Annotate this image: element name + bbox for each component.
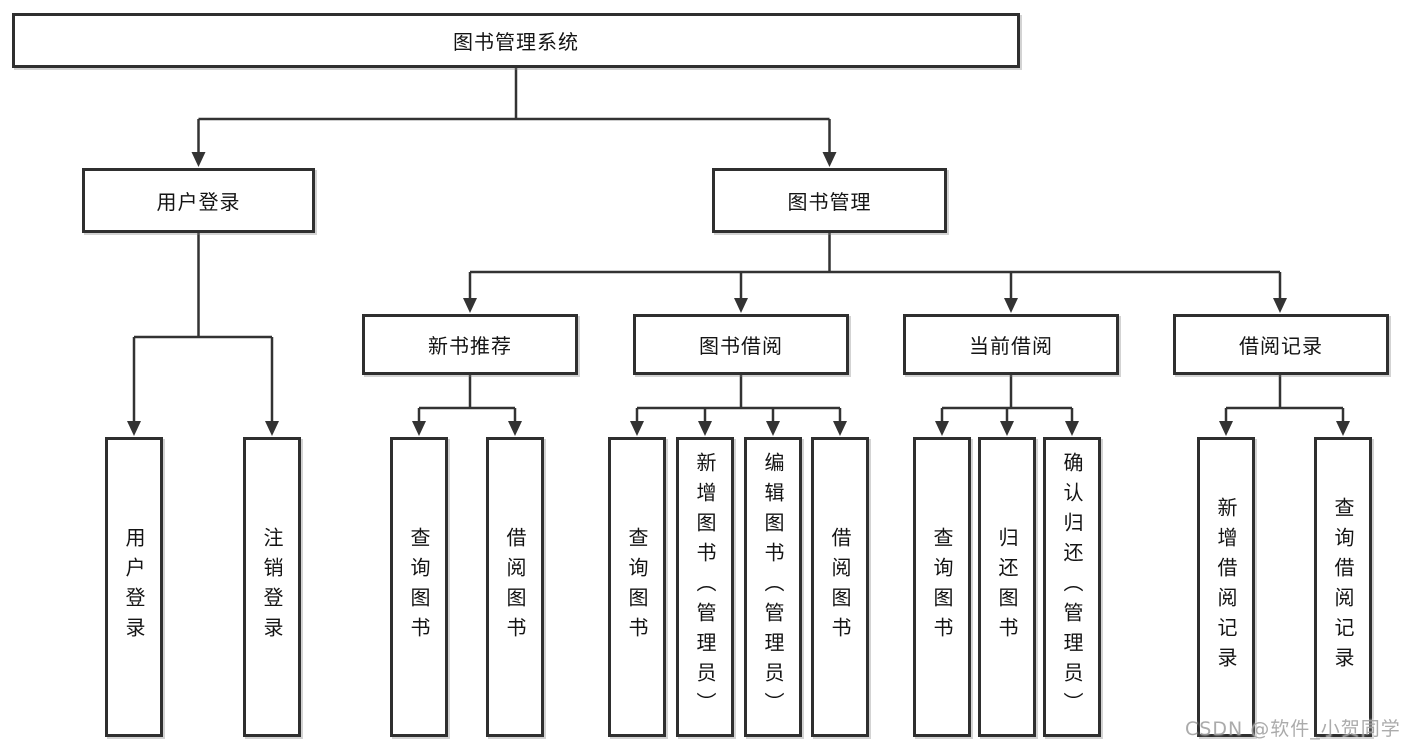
node-label: 借阅记录 (1239, 334, 1323, 358)
node-user-login: 用户登录 (82, 168, 315, 233)
leaf-label: 注销登录 (260, 527, 284, 647)
node-label: 当前借阅 (969, 334, 1053, 358)
node-new-book-recommendation: 新书推荐 (362, 314, 578, 375)
connector-lines (132, 68, 1345, 423)
leaf-borrowing-add-books-admin: 新增图书（管理员） (676, 437, 734, 737)
leaf-label: 查询图书 (407, 527, 431, 647)
leaf-borrowing-query-books: 查询图书 (608, 437, 666, 737)
leaf-borrowing-borrow-books: 借阅图书 (811, 437, 869, 737)
leaf-current-confirm-return-admin: 确认归还（管理员） (1043, 437, 1101, 737)
leaf-label: 查询借阅记录 (1331, 497, 1355, 677)
leaf-label: 借阅图书 (828, 527, 852, 647)
leaf-records-add-borrow-record: 新增借阅记录 (1197, 437, 1255, 737)
node-label: 图书借阅 (699, 334, 783, 358)
leaf-logout: 注销登录 (243, 437, 301, 737)
leaf-records-query-borrow-record: 查询借阅记录 (1314, 437, 1372, 737)
leaf-user-login: 用户登录 (105, 437, 163, 737)
node-label: 图书管理 (787, 190, 872, 214)
node-label: 用户登录 (156, 190, 241, 214)
leaf-label: 查询图书 (930, 527, 954, 647)
node-label: 新书推荐 (428, 334, 512, 358)
leaf-newbook-query-books: 查询图书 (390, 437, 448, 737)
node-book-borrowing: 图书借阅 (633, 314, 849, 375)
leaf-label: 归还图书 (995, 527, 1019, 647)
node-current-borrowing: 当前借阅 (903, 314, 1119, 375)
leaf-label: 查询图书 (625, 527, 649, 647)
leaf-current-query-books: 查询图书 (913, 437, 971, 737)
leaf-label: 新增图书（管理员） (693, 452, 717, 722)
leaf-label: 确认归还（管理员） (1060, 452, 1084, 722)
leaf-borrowing-edit-books-admin: 编辑图书（管理员） (744, 437, 802, 737)
leaf-label: 新增借阅记录 (1214, 497, 1238, 677)
leaf-current-return-books: 归还图书 (978, 437, 1036, 737)
node-borrowing-records: 借阅记录 (1173, 314, 1389, 375)
csdn-watermark: CSDN @软件_小贺同学 (1185, 718, 1401, 740)
leaf-label: 用户登录 (122, 527, 146, 647)
node-label: 图书管理系统 (453, 30, 579, 54)
node-book-management: 图书管理 (712, 168, 947, 233)
node-library-management-system: 图书管理系统 (12, 13, 1020, 68)
leaf-label: 借阅图书 (503, 527, 527, 647)
leaf-newbook-borrow-books: 借阅图书 (486, 437, 544, 737)
leaf-label: 编辑图书（管理员） (761, 452, 785, 722)
